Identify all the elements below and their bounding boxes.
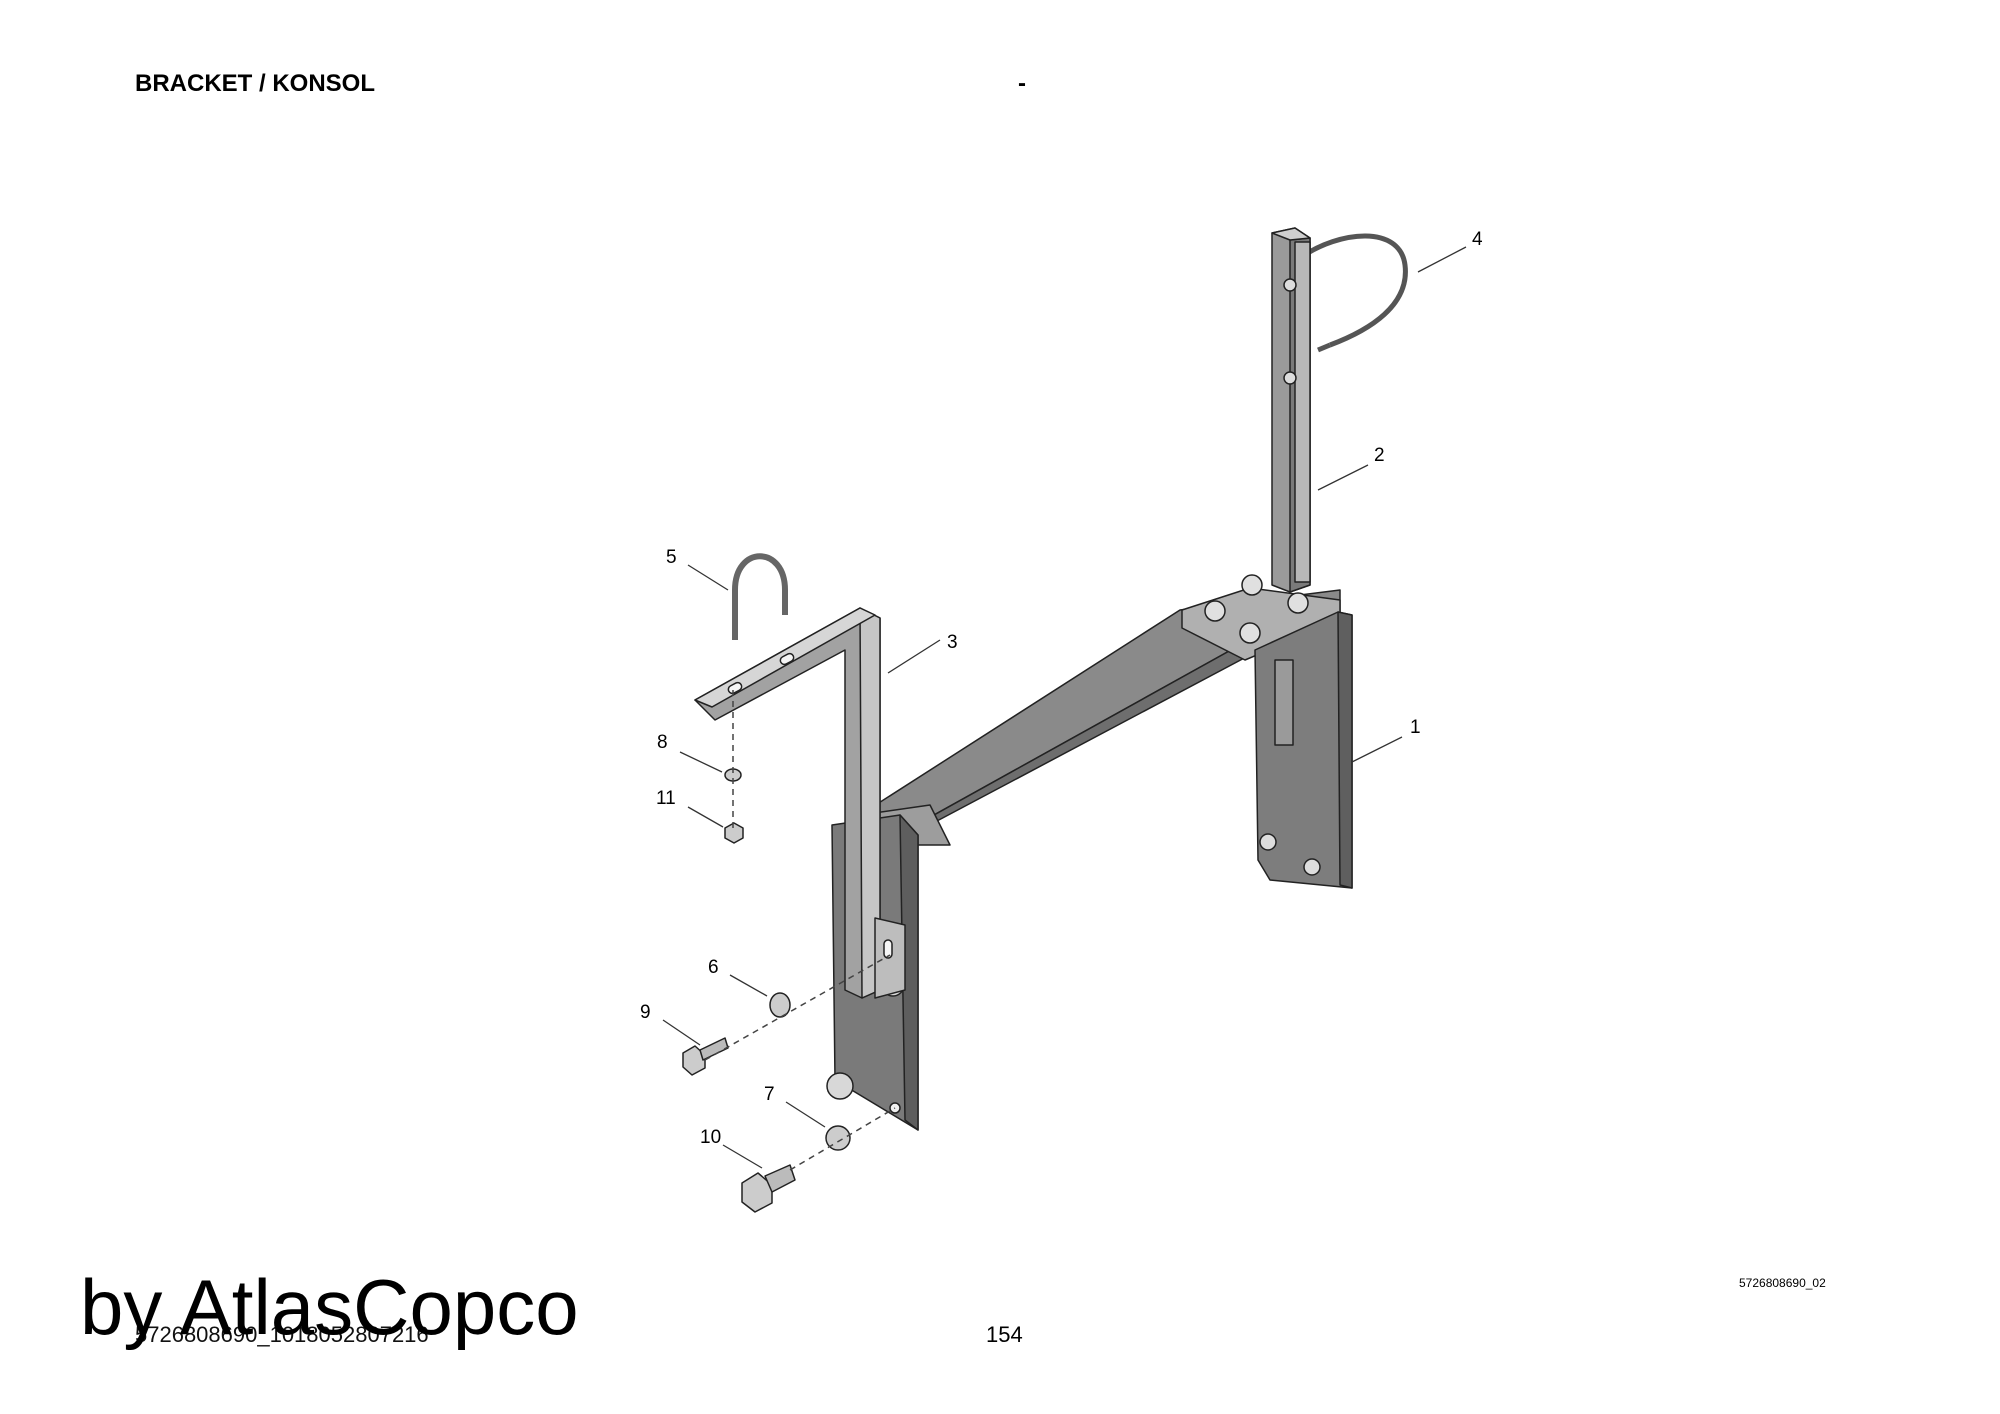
page-title: BRACKET / KONSOL [135, 70, 375, 97]
part-11-nut [724, 822, 744, 844]
callout-10: 10 [700, 1127, 721, 1148]
part-5-u-bolt [732, 553, 788, 640]
drawing-number: 5726808690_02 [1739, 1276, 1826, 1290]
callout-4: 4 [1472, 229, 1483, 250]
callout-3: 3 [947, 632, 958, 653]
part-6-washer [769, 992, 791, 1018]
callout-6: 6 [708, 957, 719, 978]
callout-2: 2 [1374, 445, 1385, 466]
watermark: by AtlasCopco [80, 1263, 579, 1351]
callout-5: 5 [666, 547, 677, 568]
callout-11: 11 [656, 788, 676, 809]
part-7-washer [825, 1125, 851, 1151]
callout-1: 1 [1410, 717, 1421, 738]
part-9-bolt [682, 1037, 729, 1076]
header-dash: - [1018, 70, 1026, 97]
callout-8: 8 [657, 732, 668, 753]
part-10-bolt [741, 1164, 796, 1213]
part-3-l-bracket [694, 607, 906, 999]
part-2-vertical-channel [1271, 227, 1311, 593]
page-number: 154 [986, 1322, 1023, 1347]
callout-9: 9 [640, 1002, 651, 1023]
part-1-frame-arm [826, 574, 1353, 1131]
document-id: 5726808690_1018052807216 [135, 1322, 429, 1347]
callout-7: 7 [764, 1084, 775, 1105]
